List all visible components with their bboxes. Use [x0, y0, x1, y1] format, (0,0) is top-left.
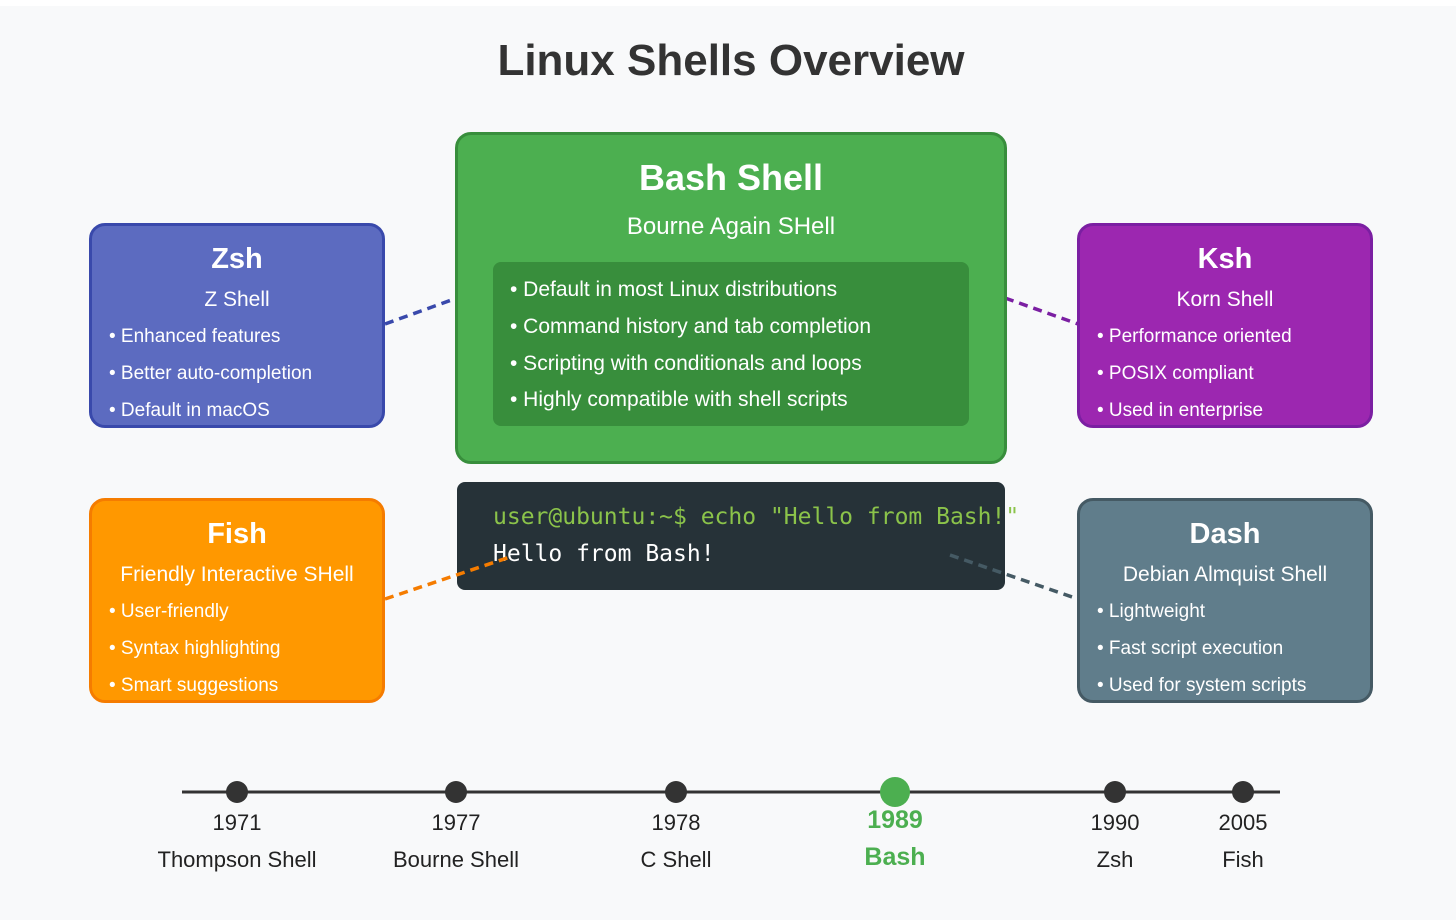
timeline-year: 1990: [1090, 810, 1140, 835]
terminal-window: user@ubuntu:~$ echo "Hello from Bash!" H…: [457, 482, 1019, 590]
timeline-shell-name: Bourne Shell: [393, 847, 519, 872]
timeline-year: 1977: [431, 810, 481, 835]
timeline-dot: [445, 781, 467, 803]
timeline-dot: [880, 777, 910, 807]
fish-feature: • User-friendly: [109, 601, 229, 622]
zsh-feature: • Better auto-completion: [109, 363, 313, 384]
dash-feature: • Lightweight: [1097, 601, 1206, 622]
zsh-subtitle: Z Shell: [204, 288, 270, 311]
fish-feature: • Syntax highlighting: [109, 638, 281, 659]
bash-title: Bash Shell: [638, 157, 824, 198]
ksh-feature: • Used in enterprise: [1097, 400, 1264, 421]
dash-card: Dash Debian Almquist Shell • Lightweight…: [1077, 498, 1373, 703]
connector-fish: [384, 555, 511, 601]
timeline-shell-name: Bash: [864, 843, 926, 871]
timeline-shell-name: Thompson Shell: [157, 847, 317, 872]
bash-subtitle: Bourne Again SHell: [626, 213, 836, 240]
page-title: Linux Shells Overview: [497, 36, 965, 85]
bash-card: Bash Shell Bourne Again SHell • Default …: [455, 132, 1007, 464]
bash-features-panel: • Default in most Linux distributions • …: [493, 262, 969, 426]
bash-feature: • Highly compatible with shell scripts: [510, 388, 848, 411]
connector-ksh: [1004, 296, 1079, 326]
timeline-dot: [1104, 781, 1126, 803]
zsh-feature: • Enhanced features: [109, 326, 281, 347]
dash-feature: • Used for system scripts: [1097, 675, 1307, 696]
fish-subtitle: Friendly Interactive SHell: [120, 563, 354, 586]
timeline-dot: [226, 781, 248, 803]
terminal-output: Hello from Bash!: [493, 541, 715, 567]
ksh-feature: • Performance oriented: [1097, 326, 1292, 347]
timeline-year: 2005: [1218, 810, 1268, 835]
zsh-title: Zsh: [211, 243, 263, 275]
timeline-shell-name: Fish: [1222, 847, 1264, 872]
bash-feature: • Default in most Linux distributions: [510, 278, 838, 301]
dash-feature: • Fast script execution: [1097, 638, 1284, 659]
timeline-year: 1978: [651, 810, 701, 835]
timeline-dot: [665, 781, 687, 803]
zsh-feature: • Default in macOS: [109, 400, 270, 421]
timeline-shell-name: C Shell: [640, 847, 712, 872]
zsh-card: Zsh Z Shell • Enhanced features • Better…: [89, 223, 385, 428]
ksh-card: Ksh Korn Shell • Performance oriented • …: [1077, 223, 1373, 428]
timeline-year: 1971: [212, 810, 262, 835]
dash-title: Dash: [1189, 518, 1261, 550]
fish-title: Fish: [207, 518, 267, 550]
dash-subtitle: Debian Almquist Shell: [1122, 563, 1328, 586]
ksh-feature: • POSIX compliant: [1097, 363, 1254, 384]
bash-feature: • Scripting with conditionals and loops: [510, 352, 862, 375]
ksh-title: Ksh: [1197, 243, 1253, 275]
terminal-command: user@ubuntu:~$ echo "Hello from Bash!": [493, 504, 1020, 530]
ksh-subtitle: Korn Shell: [1176, 288, 1274, 311]
timeline-year: 1989: [867, 806, 923, 834]
timeline-shell-name: Zsh: [1096, 847, 1134, 872]
fish-feature: • Smart suggestions: [109, 675, 279, 696]
connector-dash: [949, 553, 1079, 601]
timeline-dot: [1232, 781, 1254, 803]
connector-zsh: [384, 296, 458, 326]
fish-card: Fish Friendly Interactive SHell • User-f…: [89, 498, 385, 703]
bash-feature: • Command history and tab completion: [510, 315, 872, 338]
